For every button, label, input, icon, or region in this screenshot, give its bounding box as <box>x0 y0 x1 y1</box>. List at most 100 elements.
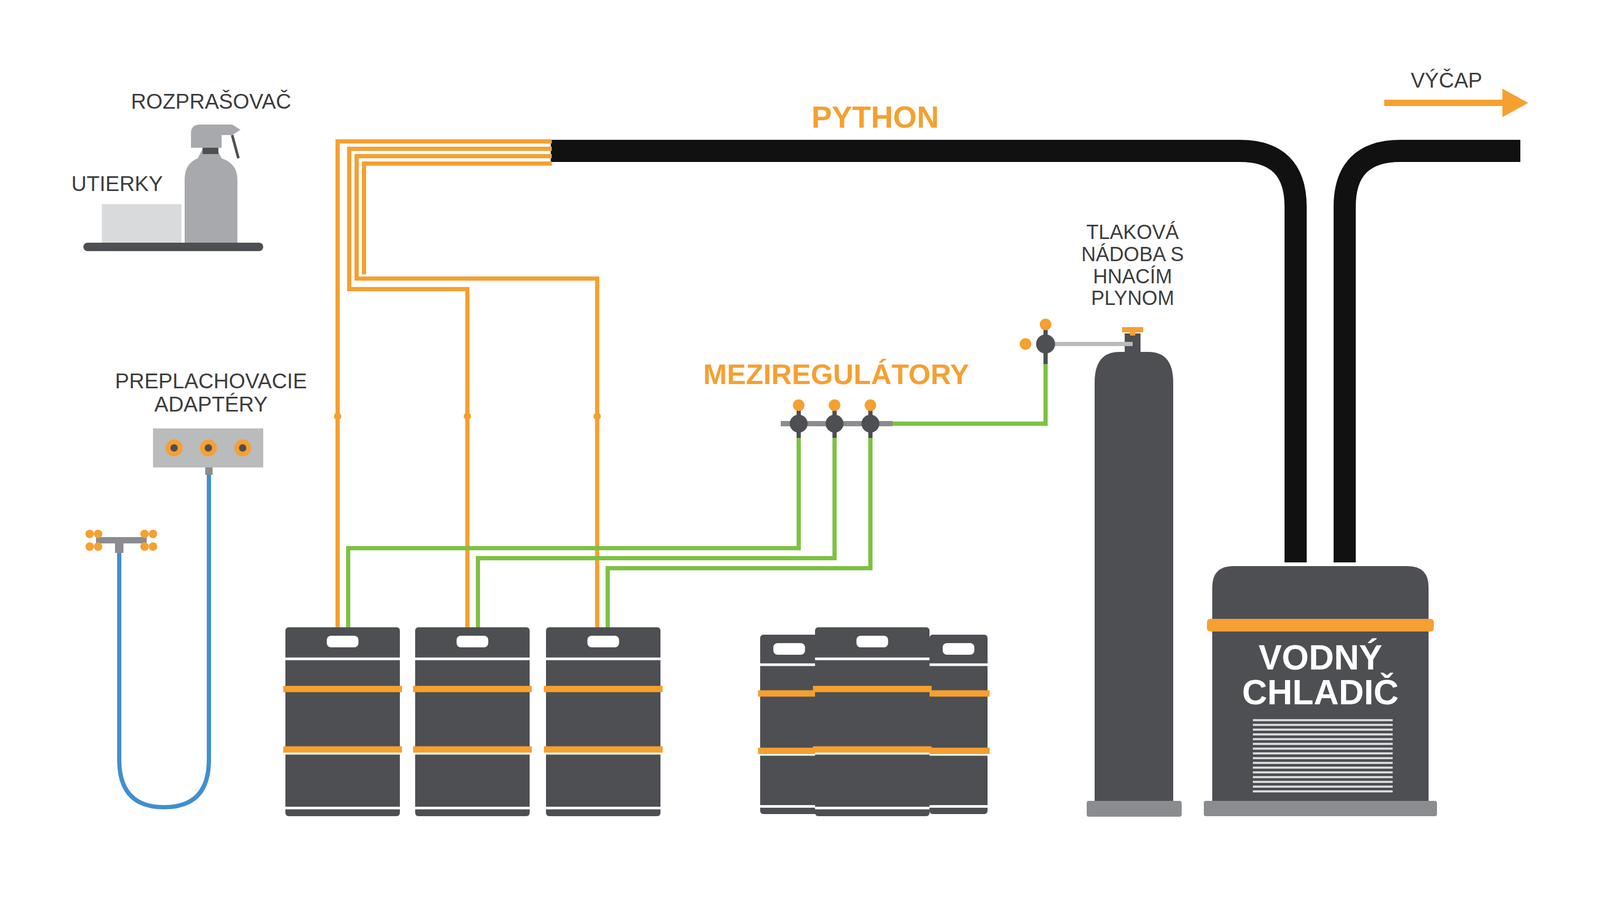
node-label: MEZIREGULÁTORY <box>677 358 995 390</box>
drawing-part <box>413 746 532 753</box>
drawing-part <box>864 399 877 411</box>
drawing-part <box>812 746 932 753</box>
drawing-part <box>1252 785 1393 788</box>
drawing-part <box>413 685 532 693</box>
drawing-part <box>202 147 219 155</box>
drawing-part <box>285 657 400 660</box>
drawing-part <box>234 439 252 457</box>
drawing-part <box>929 663 988 666</box>
tap-arrow <box>1384 88 1529 118</box>
drawing-part <box>285 627 400 817</box>
drawing-part <box>760 663 819 666</box>
drawing-part <box>1252 747 1393 750</box>
drawing-part <box>607 436 871 628</box>
node-label: VODNÝ CHLADIČ <box>1220 639 1421 710</box>
drawing-part <box>1045 341 1133 347</box>
drawing-part <box>758 747 821 754</box>
drawing-part <box>1252 771 1393 774</box>
rinse-hose <box>85 468 209 808</box>
drawing-part <box>148 542 158 551</box>
drawing-part <box>1252 761 1393 764</box>
drawing-part <box>587 635 620 648</box>
drawing-part <box>1252 719 1393 722</box>
node-label: TLAKOVÁ NÁDOBA S HNACÍM PLYNOM <box>1069 221 1196 310</box>
kegs <box>283 627 990 817</box>
drawing-part <box>758 690 821 697</box>
drawing-part <box>1039 318 1052 331</box>
drawing-part <box>825 414 844 433</box>
drawing-part <box>1252 728 1393 731</box>
drawing-part <box>1252 780 1393 783</box>
drawing-part <box>815 657 930 660</box>
water-cooler: VODNÝ CHLADIČ <box>1212 566 1429 817</box>
drawing-part <box>828 399 841 411</box>
drawing-part <box>593 412 601 420</box>
adapter-block: PREPLACHOVACIE ADAPTÉRY <box>100 369 322 475</box>
drawing-part <box>942 643 975 655</box>
drawing-part <box>1252 752 1393 755</box>
drawing-part <box>463 412 472 420</box>
drawing-part <box>789 414 808 433</box>
drawing-part <box>238 444 247 452</box>
drawing-part <box>204 444 213 452</box>
drawing-part <box>96 537 147 544</box>
gas-cylinder: TLAKOVÁ NÁDOBA S HNACÍM PLYNOM <box>1045 221 1204 818</box>
drawing-part <box>152 428 264 468</box>
beer-lines <box>337 141 598 628</box>
drawing-part <box>165 439 183 457</box>
drawing-part <box>283 685 402 693</box>
drawing-part <box>815 806 930 810</box>
drawing-part <box>85 529 94 539</box>
drawing-part <box>1036 334 1056 354</box>
gas-cylinder-shape <box>1045 221 1204 818</box>
drawing-part <box>891 421 998 426</box>
drawing-part <box>477 436 835 628</box>
drawing-part <box>1252 719 1393 793</box>
drawing-part <box>1252 775 1393 779</box>
drawing-part <box>1212 566 1429 807</box>
drawing-part <box>773 643 806 655</box>
drawing-part <box>1086 800 1182 817</box>
drawing-part <box>337 141 552 628</box>
drawing-part <box>83 242 264 252</box>
drawing-part <box>760 634 819 814</box>
drawing-part <box>1094 351 1174 807</box>
drawing-part <box>1129 329 1136 336</box>
drawing-part <box>929 634 988 814</box>
drawing-part <box>550 150 1296 563</box>
drawing-part <box>1252 766 1393 769</box>
drawing-part <box>927 690 990 697</box>
line-markers <box>333 412 601 420</box>
drawing-part <box>1252 733 1393 736</box>
part-label: ROZPRAŠOVAČ <box>130 89 292 113</box>
drawing-part <box>184 124 241 243</box>
part-label: UTIERKY <box>71 171 163 196</box>
node-label: PREPLACHOVACIE ADAPTÉRY <box>102 369 320 416</box>
drawing-part <box>415 657 530 660</box>
drawing-part <box>101 204 182 243</box>
drawing-part <box>1252 790 1393 793</box>
drawing-part <box>415 627 530 817</box>
drawing-part <box>349 148 552 628</box>
drawing-part <box>140 529 149 539</box>
drawing-part <box>348 436 799 628</box>
drawing-part <box>929 805 988 808</box>
python-pipe <box>550 150 1521 563</box>
drawing-part <box>1252 738 1393 741</box>
regulator-group: MEZIREGULÁTORY <box>675 358 998 454</box>
drawing-part <box>119 468 209 808</box>
drawing-part <box>1344 150 1521 563</box>
drawing-part <box>760 805 819 808</box>
drawing-part <box>140 542 149 551</box>
drawing-part <box>1384 99 1509 107</box>
drawing-part <box>1252 742 1393 745</box>
drawing-part <box>1203 800 1437 817</box>
drawing-part <box>1252 757 1393 760</box>
pipe-label: PYTHON <box>811 100 940 134</box>
drawing-part <box>815 627 930 817</box>
drawing-part <box>1019 338 1032 350</box>
drawing-part <box>456 635 489 648</box>
drawing-part <box>93 542 103 551</box>
drawing-part <box>792 399 805 411</box>
drawing-part <box>1252 723 1393 726</box>
